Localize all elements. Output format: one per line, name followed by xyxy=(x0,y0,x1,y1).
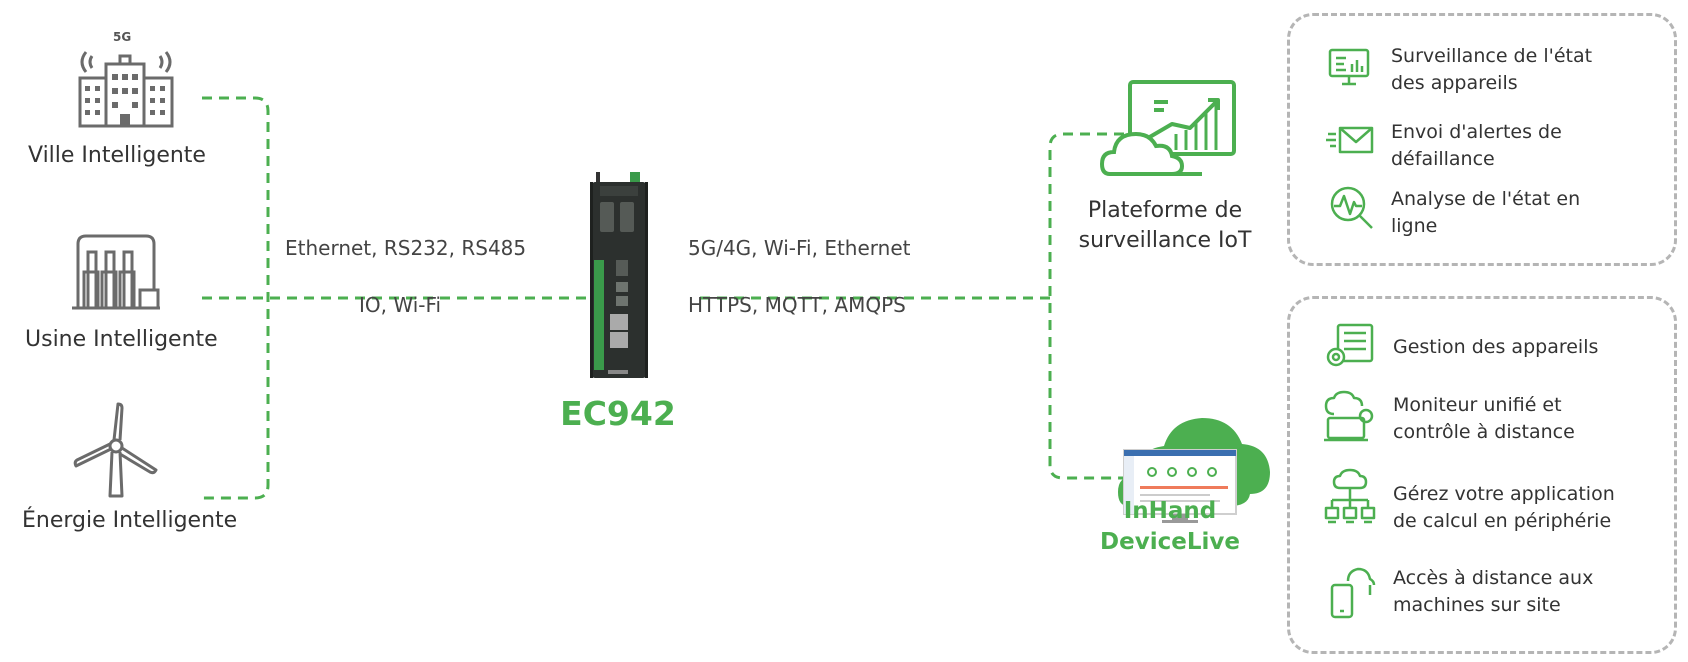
devicelive-cloud-icon xyxy=(1118,418,1270,523)
smart-factory-icon xyxy=(72,234,160,310)
devicelive-label-line1: InHand xyxy=(1123,498,1217,524)
remote-phone-icon xyxy=(1330,567,1376,619)
alert-mail-icon xyxy=(1326,126,1374,154)
iot-platform-icon xyxy=(1099,80,1236,176)
left-protocols-line2: IO, Wi-Fi xyxy=(359,293,442,317)
smart-city-icon xyxy=(78,51,174,128)
cloud-monitor-icon xyxy=(1324,390,1374,442)
platform-label-line2: surveillance IoT xyxy=(1078,228,1252,253)
management-features-panel xyxy=(1287,296,1677,654)
wind-turbine-icon xyxy=(73,402,158,498)
device-settings-icon xyxy=(1326,323,1374,367)
right-protocols-line1: 5G/4G, Wi-Fi, Ethernet xyxy=(688,236,911,260)
right-protocols-line2: HTTPS, MQTT, AMQPS xyxy=(688,293,906,317)
5g-badge: 5G xyxy=(113,30,132,44)
left-protocols-line1: Ethernet, RS232, RS485 xyxy=(285,236,527,260)
device-name: EC942 xyxy=(560,394,676,433)
edge-cloud-network-icon xyxy=(1324,468,1376,524)
ec942-device-icon xyxy=(590,172,648,378)
smart-city-label: Ville Intelligente xyxy=(28,143,206,168)
smart-factory-label: Usine Intelligente xyxy=(25,327,218,352)
online-analysis-icon xyxy=(1330,186,1373,229)
platform-label-line1: Plateforme de xyxy=(1087,198,1243,223)
devicelive-label-line2: DeviceLive xyxy=(1100,529,1240,555)
smart-energy-label: Énergie Intelligente xyxy=(22,508,238,533)
monitoring-features-panel xyxy=(1287,13,1677,266)
smart-city-node: 5G xyxy=(20,30,220,180)
feature-device-management: Gestion des appareils xyxy=(1393,336,1599,358)
monitoring-screen-icon xyxy=(1328,48,1370,86)
